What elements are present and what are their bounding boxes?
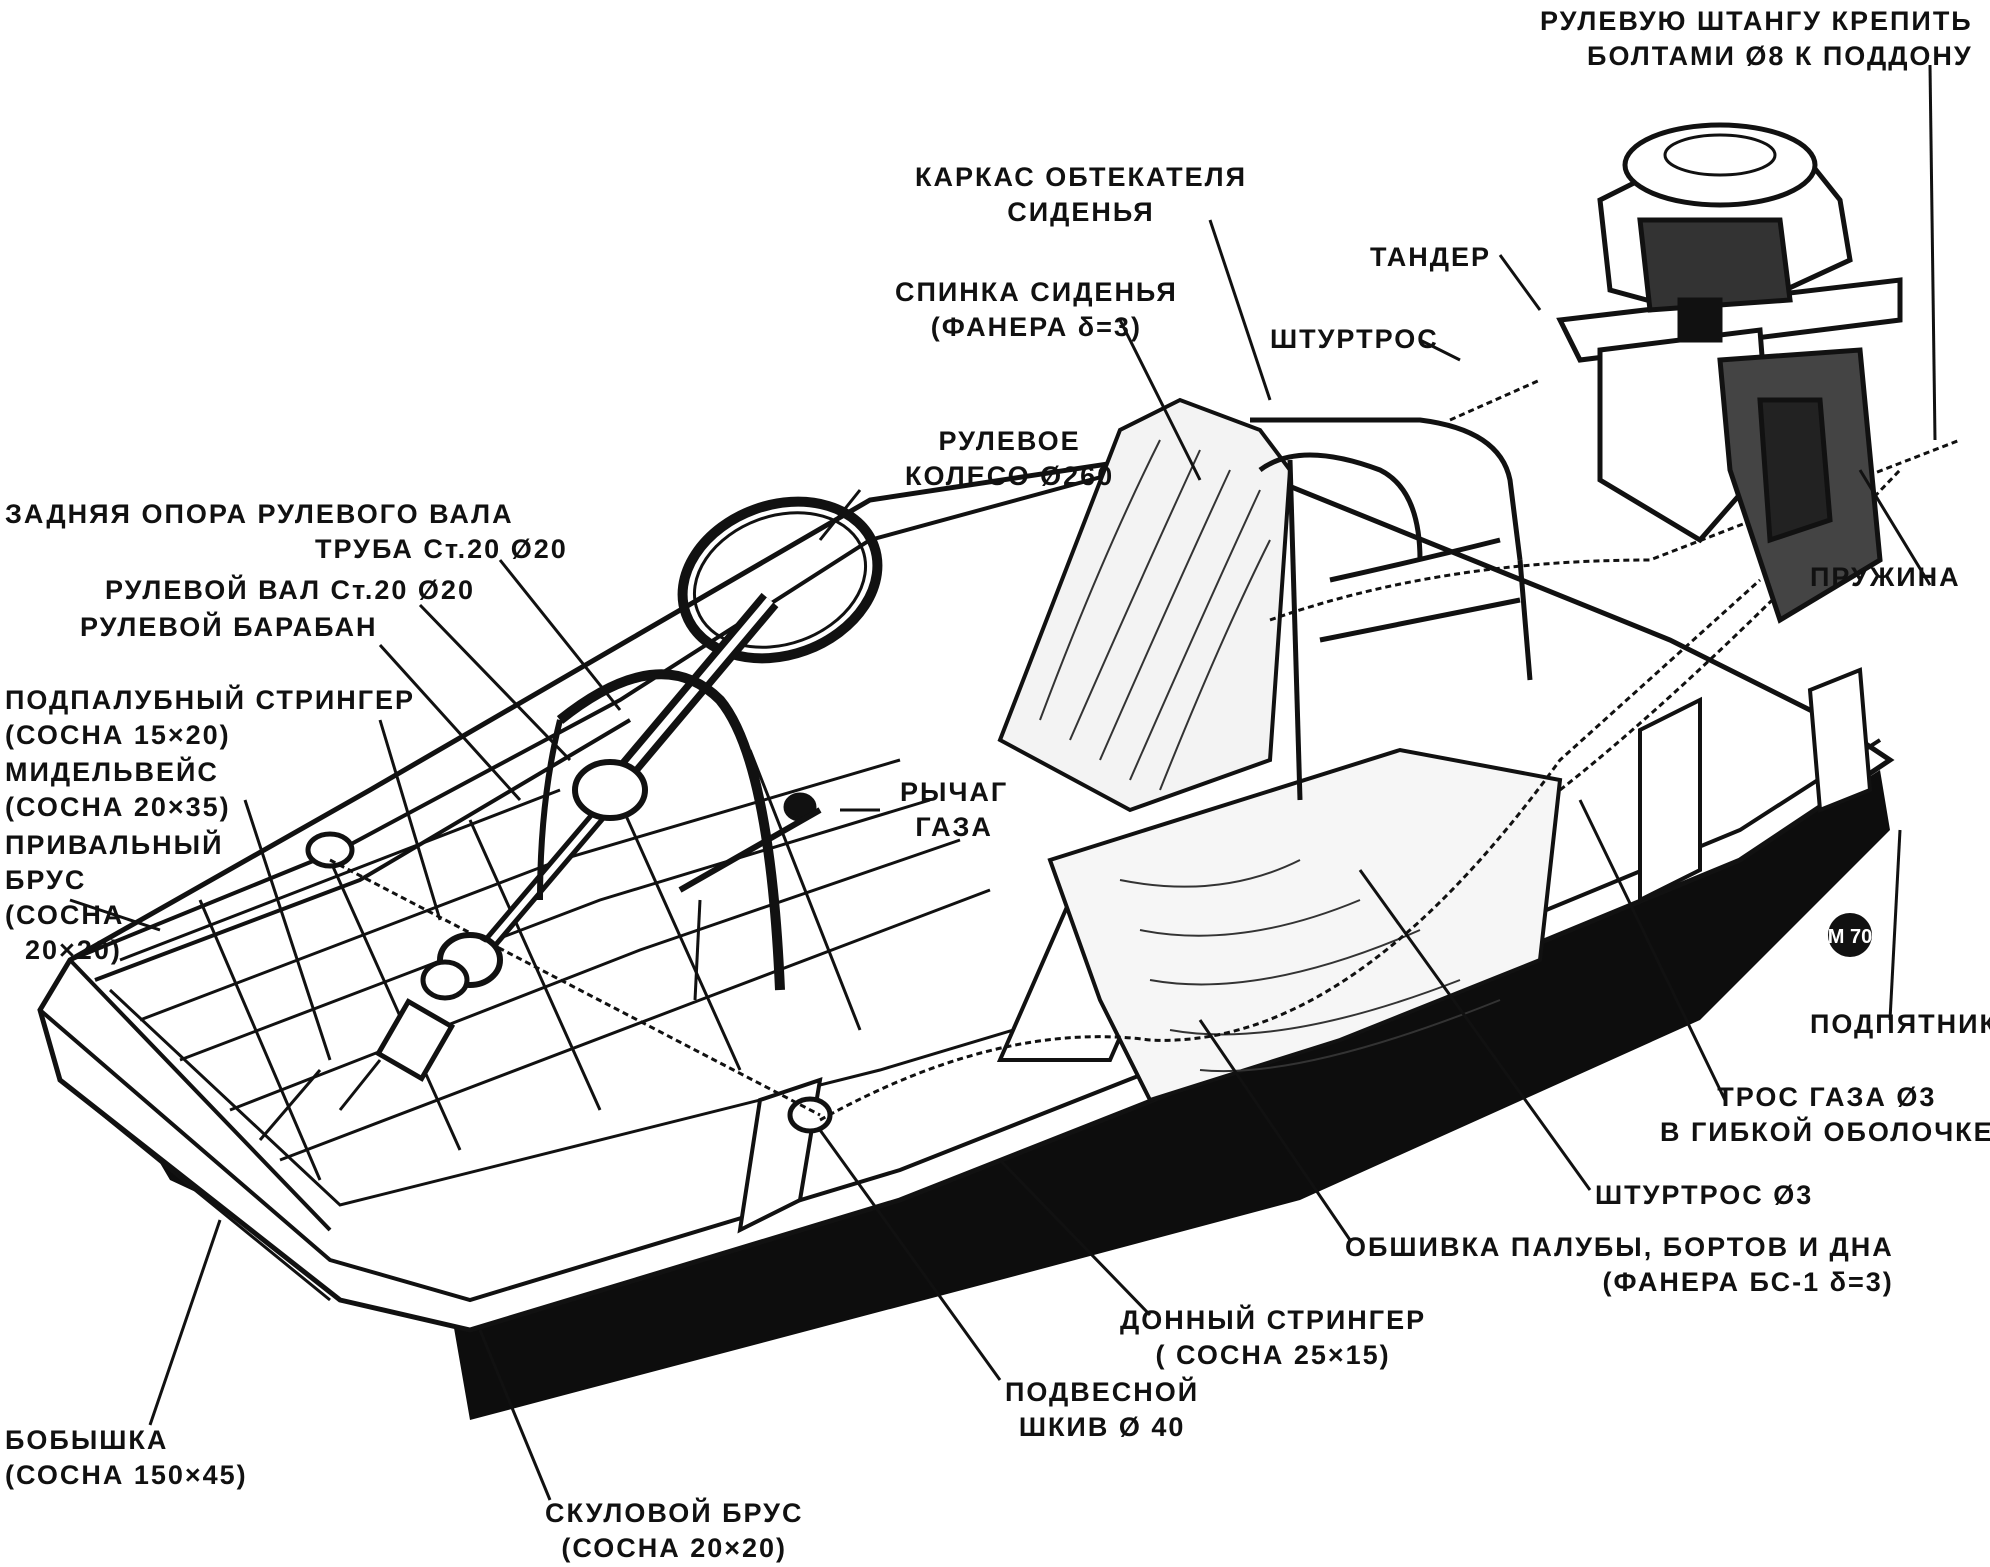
pulley-assembly — [305, 792, 833, 1134]
label-deck-stringer: ПОДПАЛУБНЫЙ СТРИНГЕР (СОСНА 15×20) — [5, 683, 415, 753]
label-steering-wheel-line1: РУЛЕВОЕ — [938, 426, 1081, 456]
hull-outline — [37, 447, 1895, 1333]
label-spring: ПРУЖИНА — [1810, 562, 1961, 592]
deck-sheathing — [1047, 747, 1563, 1103]
label-chine: СКУЛОВОЙ БРУС (СОСНА 20×20) — [545, 1496, 803, 1566]
label-rudder-rod-line1: РУЛЕВУЮ ШТАНГУ КРЕПИТЬ — [1540, 6, 1973, 36]
label-seat-back-line2: (ФАНЕРА δ=3) — [930, 312, 1142, 342]
label-chine-line2: (СОСНА 20×20) — [561, 1533, 788, 1563]
label-pulley-line2: ШКИВ Ø 40 — [1018, 1412, 1186, 1442]
label-fairing-frame-line1: КАРКАС ОБТЕКАТЕЛЯ — [915, 162, 1248, 192]
label-pulley: ПОДВЕСНОЙ ШКИВ Ø 40 — [1005, 1375, 1199, 1445]
label-deck-stringer-line1: ПОДПАЛУБНЫЙ СТРИНГЕР — [5, 685, 416, 715]
label-bottom-stringer-line2: ( СОСНА 25×15) — [1155, 1340, 1391, 1370]
fairing-frame — [1250, 417, 1533, 801]
label-throttle-line1: РЫЧАГ — [900, 777, 1009, 807]
label-midship: МИДЕЛЬВЕЙС (СОСНА 20×35) — [5, 755, 231, 825]
label-rudder-rod-line2: БОЛТАМИ Ø8 К ПОДДОНУ — [1587, 41, 1973, 71]
leader-lines — [69, 64, 1937, 1501]
throttle-lever — [678, 807, 822, 893]
label-pulley-line1: ПОДВЕСНОЙ — [1005, 1377, 1200, 1407]
label-sheathing: ОБШИВКА ПАЛУБЫ, БОРТОВ И ДНА (ФАНЕРА БС-… — [1345, 1230, 1894, 1300]
label-shturtros-bottom: ШТУРТРОС Ø3 — [1595, 1180, 1814, 1210]
label-chine-line1: СКУЛОВОЙ БРУС — [545, 1498, 804, 1528]
label-rear-support-line2: ТРУБА Ст.20 Ø20 — [315, 534, 568, 564]
label-thrust-bearing: ПОДПЯТНИК — [1810, 1009, 1990, 1039]
logo-mark: М 70 — [1828, 913, 1872, 957]
label-midship-line2: (СОСНА 20×35) — [5, 792, 231, 822]
label-throttle-cable-line1: ТРОС ГАЗА Ø3 — [1717, 1082, 1937, 1112]
label-gunwale: ПРИВАЛЬНЫЙ БРУС (СОСНА 20×20) — [5, 828, 224, 968]
label-gunwale-line1: ПРИВАЛЬНЫЙ — [5, 830, 224, 860]
label-boss-line2: (СОСНА 150×45) — [5, 1460, 248, 1490]
outboard-engine — [1556, 122, 1903, 624]
label-boss: БОБЫШКА (СОСНА 150×45) — [5, 1423, 248, 1493]
label-bottom-stringer-line1: ДОННЫЙ СТРИНГЕР — [1120, 1305, 1427, 1335]
label-boss-line1: БОБЫШКА — [5, 1425, 169, 1455]
deck-ribs — [119, 749, 991, 1181]
label-rear-support-line1: ЗАДНЯЯ ОПОРА РУЛЕВОГО ВАЛА — [5, 499, 514, 529]
label-gunwale-line4: 20×20) — [25, 935, 122, 965]
label-steering-drum: РУЛЕВОЙ БАРАБАН — [80, 612, 378, 642]
label-bottom-stringer: ДОННЫЙ СТРИНГЕР ( СОСНА 25×15) — [1120, 1303, 1426, 1373]
label-throttle-cable-line2: В ГИБКОЙ ОБОЛОЧКЕ — [1660, 1117, 1990, 1147]
label-fairing-frame-line2: СИДЕНЬЯ — [1007, 197, 1155, 227]
label-steering-wheel: РУЛЕВОЕ КОЛЕСО Ø260 — [905, 424, 1114, 494]
label-steering-wheel-line2: КОЛЕСО Ø260 — [905, 461, 1115, 491]
label-midship-line1: МИДЕЛЬВЕЙС — [5, 757, 219, 787]
label-throttle: РЫЧАГ ГАЗА — [900, 775, 1008, 845]
label-tander: ТАНДЕР — [1370, 242, 1492, 272]
label-sheathing-line1: ОБШИВКА ПАЛУБЫ, БОРТОВ И ДНА — [1345, 1232, 1894, 1262]
label-seat-back-line1: СПИНКА СИДЕНЬЯ — [895, 277, 1178, 307]
svg-text:М 70: М 70 — [1828, 926, 1872, 948]
label-shturtros-top: ШТУРТРОС — [1270, 324, 1439, 354]
label-sheathing-line2: (ФАНЕРА БС-1 δ=3) — [1602, 1267, 1894, 1297]
label-throttle-cable: ТРОС ГАЗА Ø3 В ГИБКОЙ ОБОЛОЧКЕ — [1660, 1080, 1990, 1150]
label-steering-shaft: РУЛЕВОЙ ВАЛ Ст.20 Ø20 — [105, 575, 475, 605]
steering-shaft — [437, 669, 785, 996]
steering-wheel-drawing — [601, 496, 883, 798]
gunwale-frame — [69, 448, 1201, 982]
label-throttle-line2: ГАЗА — [915, 812, 993, 842]
label-deck-stringer-line2: (СОСНА 15×20) — [5, 720, 231, 750]
label-gunwale-line2: БРУС — [5, 865, 87, 895]
label-rudder-rod: РУЛЕВУЮ ШТАНГУ КРЕПИТЬ БОЛТАМИ Ø8 К ПОДД… — [1540, 4, 1973, 74]
label-gunwale-line3: (СОСНА — [5, 900, 125, 930]
label-rear-support: ЗАДНЯЯ ОПОРА РУЛЕВОГО ВАЛА ТРУБА Ст.20 Ø… — [5, 497, 568, 567]
seat-back — [997, 397, 1293, 813]
hull-shadow — [70, 770, 1890, 1420]
label-fairing-frame: КАРКАС ОБТЕКАТЕЛЯ СИДЕНЬЯ — [915, 160, 1247, 230]
label-seat-back: СПИНКА СИДЕНЬЯ (ФАНЕРА δ=3) — [895, 275, 1178, 345]
